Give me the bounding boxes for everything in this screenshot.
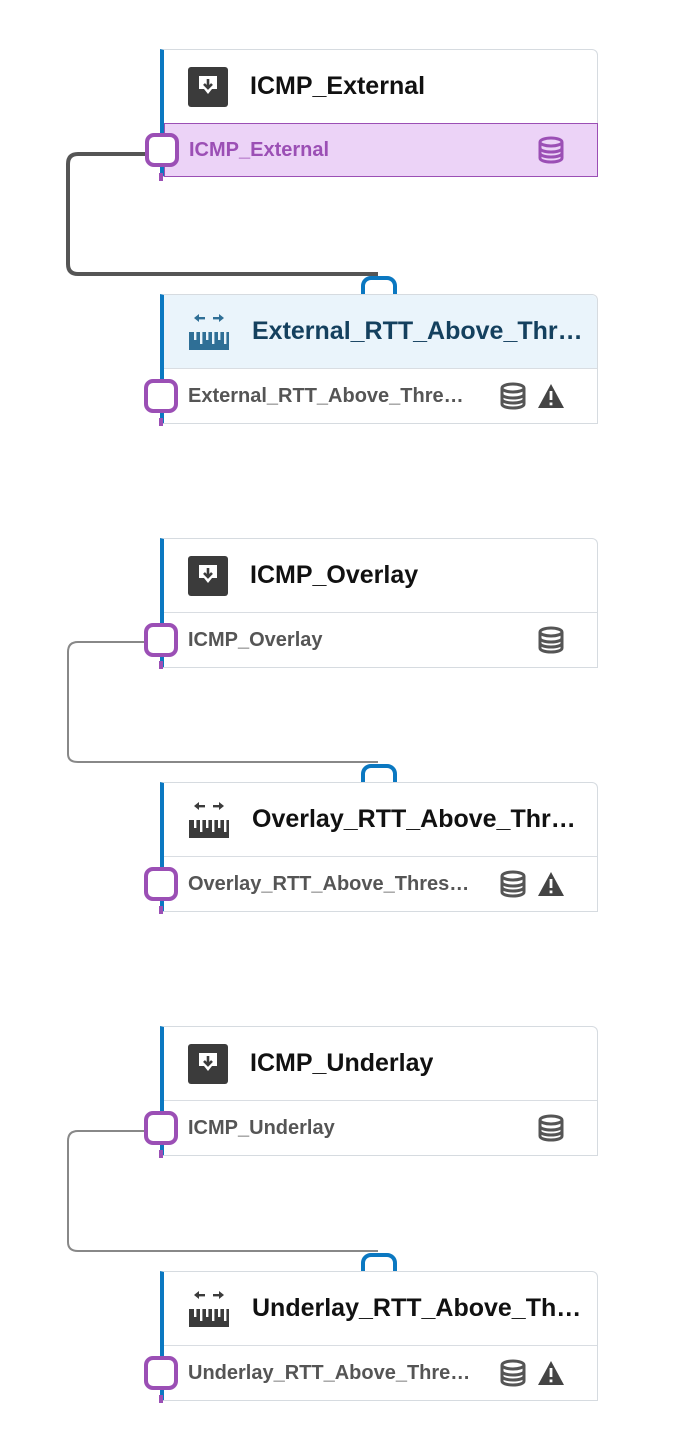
output-port[interactable] xyxy=(144,379,178,413)
output-label: ICMP_External xyxy=(189,138,330,161)
node-header[interactable]: ICMP_Overlay xyxy=(164,539,597,613)
output-port[interactable] xyxy=(144,1356,178,1390)
source-node-icmp-overlay[interactable]: ICMP_Overlay ICMP_Overlay xyxy=(144,538,598,668)
output-row[interactable]: ICMP_Underlay xyxy=(144,1101,597,1155)
database-icon xyxy=(537,1114,565,1142)
port-stem xyxy=(159,1395,163,1403)
output-label: ICMP_Overlay xyxy=(188,628,323,651)
output-row[interactable]: Overlay_RTT_Above_Thres… xyxy=(144,857,597,911)
node-header[interactable]: External_RTT_Above_Thr… xyxy=(164,295,597,369)
node-title: External_RTT_Above_Thr… xyxy=(252,317,583,345)
database-icon xyxy=(499,1359,527,1387)
node-header[interactable]: ICMP_Underlay xyxy=(164,1027,597,1101)
download-box-icon xyxy=(188,555,228,596)
node-title: ICMP_Underlay xyxy=(250,1049,434,1077)
output-row[interactable]: ICMP_Overlay xyxy=(144,613,597,667)
warning-triangle-icon[interactable] xyxy=(537,871,565,897)
output-row[interactable]: External_RTT_Above_Thre… xyxy=(144,369,597,423)
threshold-ruler-icon xyxy=(188,312,230,352)
database-icon xyxy=(499,382,527,410)
source-node-icmp-external[interactable]: ICMP_External ICMP_External xyxy=(145,49,598,177)
output-port[interactable] xyxy=(145,133,179,167)
port-stem xyxy=(159,173,163,181)
port-stem xyxy=(159,661,163,669)
output-port[interactable] xyxy=(144,1111,178,1145)
output-port[interactable] xyxy=(144,867,178,901)
target-node-underlay-rtt[interactable]: Underlay_RTT_Above_Th… Underlay_RTT_Abov… xyxy=(144,1271,598,1401)
download-box-icon xyxy=(188,66,228,107)
download-box-icon xyxy=(188,1043,228,1084)
node-header[interactable]: ICMP_External xyxy=(164,50,597,124)
node-title: ICMP_External xyxy=(250,72,426,100)
port-stem xyxy=(159,906,163,914)
port-stem xyxy=(159,1150,163,1158)
database-icon xyxy=(537,626,565,654)
target-node-overlay-rtt[interactable]: Overlay_RTT_Above_Thr… Overlay_RTT_Above… xyxy=(144,782,598,912)
node-title: ICMP_Overlay xyxy=(250,561,419,589)
output-row[interactable]: ICMP_External xyxy=(145,123,598,177)
target-node-external-rtt[interactable]: External_RTT_Above_Thr… External_RTT_Abo… xyxy=(144,294,598,424)
node-header[interactable]: Overlay_RTT_Above_Thr… xyxy=(164,783,597,857)
threshold-ruler-icon xyxy=(188,800,230,840)
output-label: External_RTT_Above_Thre… xyxy=(188,384,464,407)
warning-triangle-icon[interactable] xyxy=(537,1360,565,1386)
node-header[interactable]: Underlay_RTT_Above_Th… xyxy=(164,1272,597,1346)
port-stem xyxy=(159,418,163,426)
output-label: ICMP_Underlay xyxy=(188,1116,335,1139)
threshold-ruler-icon xyxy=(188,1289,230,1329)
database-icon xyxy=(537,136,565,164)
output-label: Overlay_RTT_Above_Thres… xyxy=(188,872,470,895)
warning-triangle-icon[interactable] xyxy=(537,383,565,409)
output-label: Underlay_RTT_Above_Thre… xyxy=(188,1361,471,1384)
node-title: Underlay_RTT_Above_Th… xyxy=(252,1294,582,1322)
node-title: Overlay_RTT_Above_Thr… xyxy=(252,805,576,833)
source-node-icmp-underlay[interactable]: ICMP_Underlay ICMP_Underlay xyxy=(144,1026,598,1156)
output-port[interactable] xyxy=(144,623,178,657)
database-icon xyxy=(499,870,527,898)
output-row[interactable]: Underlay_RTT_Above_Thre… xyxy=(144,1346,597,1400)
